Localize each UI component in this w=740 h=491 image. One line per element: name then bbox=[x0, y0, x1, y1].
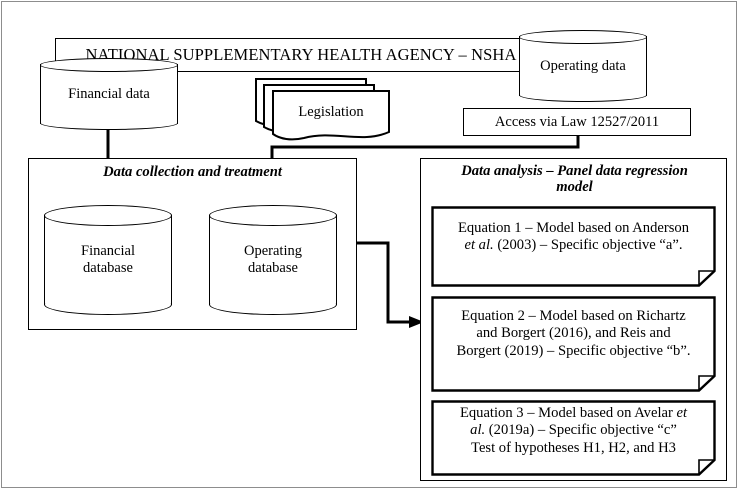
financial-database-line2: database bbox=[83, 260, 133, 276]
data-collection-label: Data collection and treatment bbox=[103, 164, 282, 180]
equation-3-line1: Equation 3 – Model based on Avelar et bbox=[460, 405, 687, 423]
operating-data-cylinder: Operating data bbox=[519, 30, 647, 102]
equation-3-line2-rest: (2019a) – Specific objective “c” bbox=[485, 422, 677, 439]
cylinder-top bbox=[40, 58, 178, 72]
equation-3-line2: al. (2019a) – Specific objective “c” bbox=[460, 422, 687, 440]
financial-data-cylinder: Financial data bbox=[40, 58, 178, 130]
equation-1-line1: Equation 1 – Model based on Anderson bbox=[457, 219, 690, 236]
legislation-label: Legislation bbox=[298, 103, 364, 120]
cylinder-body bbox=[519, 36, 647, 96]
cylinder-body bbox=[209, 214, 337, 306]
financial-database-line1: Financial bbox=[81, 243, 135, 260]
equation-3-note: Equation 3 – Model based on Avelar et al… bbox=[431, 400, 716, 476]
operating-data-label: Operating data bbox=[540, 57, 626, 74]
operating-database-line2: database bbox=[248, 260, 298, 276]
access-law-text: Access via Law 12527/2011 bbox=[494, 113, 660, 130]
equation-3-line1-italic: et bbox=[676, 404, 688, 421]
equation-3-text: Equation 3 – Model based on Avelar et al… bbox=[441, 400, 706, 462]
operating-database-line1: Operating bbox=[244, 243, 302, 260]
equation-3-line3: Test of hypotheses H1, H2, and H3 bbox=[471, 439, 676, 456]
operating-database-label: Operating database bbox=[209, 205, 337, 315]
cylinder-top bbox=[209, 205, 337, 226]
legislation-doc-front: Legislation bbox=[272, 90, 390, 144]
nsha-title-text: NATIONAL SUPPLEMENTARY HEALTH AGENCY – N… bbox=[85, 45, 517, 64]
cylinder-body bbox=[44, 214, 172, 306]
equation-1-line2-rest: (2003) – Specific objective “a”. bbox=[493, 237, 683, 253]
data-analysis-label: Data analysis – Panel data regression mo… bbox=[432, 163, 717, 196]
cylinder-top bbox=[519, 30, 647, 44]
access-law-box: Access via Law 12527/2011 bbox=[463, 108, 691, 136]
equation-1-text: Equation 1 – Model based on Anderson et … bbox=[441, 206, 706, 268]
data-analysis-label-line2: model bbox=[556, 179, 593, 196]
financial-data-label: Financial data bbox=[68, 85, 150, 102]
equation-1-line2-italic: et al. bbox=[464, 237, 494, 253]
cylinder-body bbox=[40, 64, 178, 124]
financial-database-cylinder: Financial database bbox=[44, 205, 172, 315]
equation-3-line1-rest: Equation 3 – Model based on Avelar bbox=[459, 404, 677, 421]
equation-2-text: Equation 2 – Model based on Richartz and… bbox=[441, 296, 706, 372]
equation-2-line1: Equation 2 – Model based on Richartz bbox=[461, 307, 686, 324]
equation-2-line2: and Borgert (2016), and Reis and bbox=[476, 325, 671, 342]
financial-database-label: Financial database bbox=[44, 205, 172, 315]
nsha-title-box: NATIONAL SUPPLEMENTARY HEALTH AGENCY – N… bbox=[55, 38, 547, 72]
equation-3-line2-italic: al. bbox=[470, 422, 486, 439]
operating-database-cylinder: Operating database bbox=[209, 205, 337, 315]
equation-1-note: Equation 1 – Model based on Anderson et … bbox=[431, 206, 716, 287]
data-analysis-label-line1: Data analysis – Panel data regression bbox=[461, 163, 688, 179]
equation-2-line3: Borgert (2019) – Specific objective “b”. bbox=[456, 342, 691, 359]
equation-2-note: Equation 2 – Model based on Richartz and… bbox=[431, 296, 716, 392]
cylinder-top bbox=[44, 205, 172, 226]
equation-1-line2: et al. (2003) – Specific objective “a”. bbox=[458, 237, 689, 255]
